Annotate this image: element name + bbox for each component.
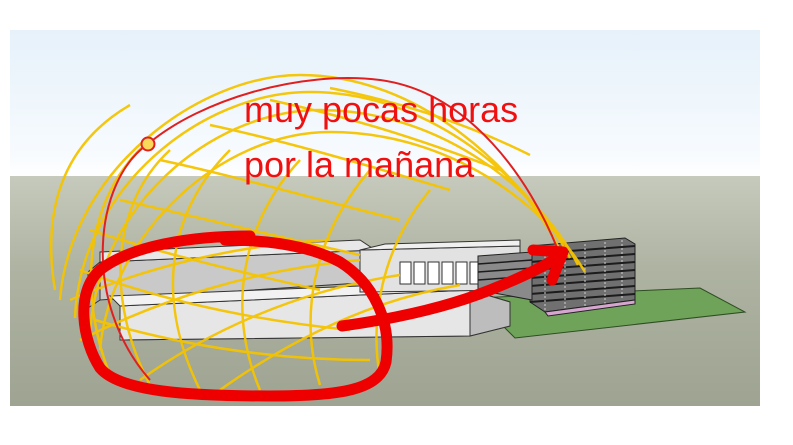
annotation-line-2: por la mañana: [244, 144, 475, 185]
direction-arrow: [336, 244, 569, 332]
sun-position-marker: [140, 136, 156, 152]
sun-path-diagram: [49, 73, 587, 392]
annotation-line-1: muy pocas horas: [244, 89, 519, 130]
highlight-loop: [78, 230, 393, 402]
morning-sun-path: [101, 77, 559, 381]
